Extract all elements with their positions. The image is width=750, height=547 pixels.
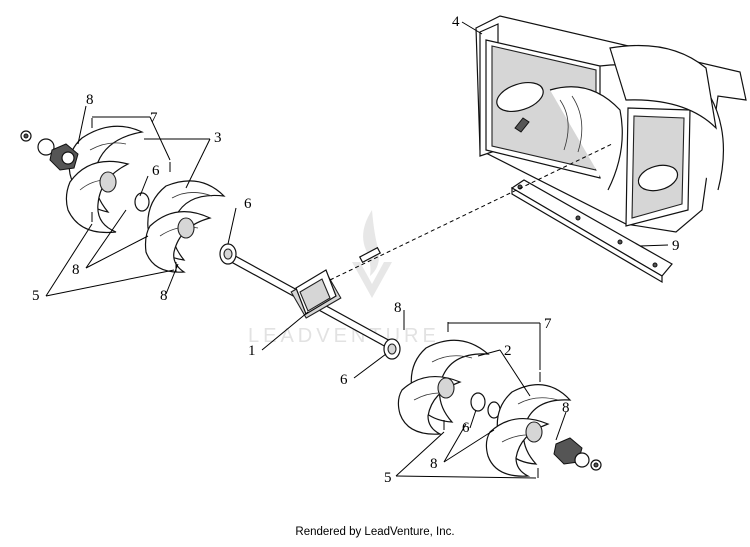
callout-3: 3	[214, 130, 222, 146]
callout-7-right: 7	[544, 316, 552, 332]
callout-7-left: 7	[150, 110, 158, 126]
callout-labels: 4 9 3 7 8 6 6 8 8 5 1 6 8 7 2 8 8 5 6	[32, 14, 680, 486]
auger-housing	[475, 15, 747, 233]
callout-5-left: 5	[32, 288, 40, 304]
callout-8-left-top: 8	[86, 92, 94, 108]
callout-8-right-mid: 8	[430, 456, 438, 472]
callout-6-right-small: 6	[462, 420, 470, 436]
callout-9: 9	[672, 238, 680, 254]
callout-5-right: 5	[384, 470, 392, 486]
callout-8-right-bottom: 8	[562, 400, 570, 416]
callout-2: 2	[504, 343, 512, 359]
footer-credit: Rendered by LeadVenture, Inc.	[295, 526, 455, 538]
callout-4: 4	[452, 14, 460, 30]
left-hub	[20, 130, 79, 171]
housing-brace	[510, 179, 673, 284]
left-auger-inner	[144, 180, 226, 273]
right-hub	[553, 437, 602, 471]
leader-lines	[45, 21, 669, 479]
callout-6-left: 6	[244, 196, 252, 212]
watermark-text: LEADVENTURE	[248, 325, 440, 347]
shear-bolts	[91, 118, 541, 478]
auger-shaft	[223, 143, 613, 349]
callout-1: 1	[248, 343, 256, 359]
left-auger-outer	[65, 125, 144, 234]
right-auger-inner	[397, 339, 490, 435]
callout-6-right: 6	[340, 372, 348, 388]
right-auger-outer	[485, 384, 572, 477]
callout-6-left-small: 6	[152, 163, 160, 179]
callout-8-left-bottom: 8	[160, 288, 168, 304]
callout-8-left-mid: 8	[72, 262, 80, 278]
callout-8-right-top: 8	[394, 300, 402, 316]
